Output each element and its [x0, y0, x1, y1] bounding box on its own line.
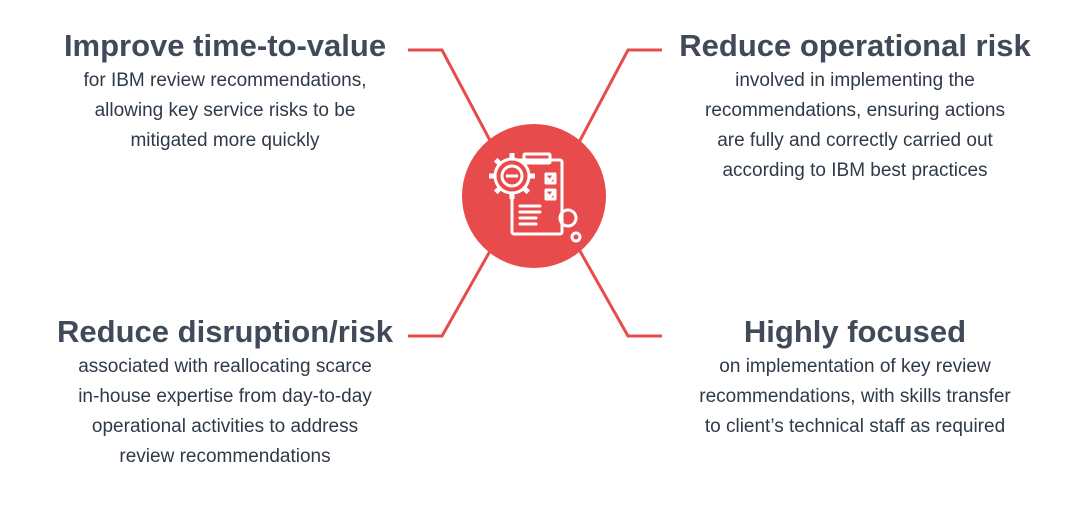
benefit-description-line: on implementation of key review	[719, 356, 991, 377]
center-hub	[462, 124, 606, 268]
benefit-description-line: recommendations, ensuring actions	[705, 100, 1005, 121]
gear-checklist-icon	[489, 152, 582, 243]
benefit-description-line: recommendations, with skills transfer	[699, 386, 1011, 407]
benefit-description-line: mitigated more quickly	[130, 130, 320, 151]
benefit-description-line: operational activities to address	[91, 416, 359, 437]
benefit-description: for IBM review recommendations, allowing…	[20, 66, 430, 156]
benefit-description: involved in implementing the recommendat…	[650, 66, 1060, 186]
benefit-time-to-value: Improve time-to-value for IBM review rec…	[20, 28, 430, 156]
benefit-description-line: associated with reallocating scarce	[78, 356, 372, 377]
benefit-description-line: to client’s technical staff as required	[704, 416, 1006, 437]
benefit-description-line: are fully and correctly carried out	[717, 130, 993, 151]
benefit-description: associated with reallocating scarce in-h…	[20, 352, 430, 472]
benefit-title: Reduce disruption/risk	[57, 314, 393, 349]
connector-top-left	[408, 48, 496, 149]
benefit-description-line: for IBM review recommendations,	[83, 70, 367, 91]
benefit-operational-risk: Reduce operational risk involved in impl…	[650, 28, 1060, 186]
connector-bottom-right	[574, 243, 662, 338]
connector-bottom-left	[408, 243, 496, 338]
connector-top-right	[574, 48, 662, 149]
benefit-description-line: review recommendations	[119, 446, 331, 467]
benefit-highly-focused: Highly focused on implementation of key …	[650, 314, 1060, 442]
benefit-description-line: allowing key service risks to be	[94, 100, 356, 121]
benefit-description: on implementation of key review recommen…	[650, 352, 1060, 442]
benefit-description-line: according to IBM best practices	[722, 160, 988, 181]
benefit-description-line: involved in implementing the	[735, 70, 975, 91]
benefit-disruption-risk: Reduce disruption/risk associated with r…	[20, 314, 430, 472]
benefit-title: Highly focused	[743, 314, 967, 349]
benefit-description-line: in-house expertise from day-to-day	[78, 386, 372, 407]
benefit-title: Improve time-to-value	[63, 28, 387, 63]
benefit-title: Reduce operational risk	[679, 28, 1031, 63]
